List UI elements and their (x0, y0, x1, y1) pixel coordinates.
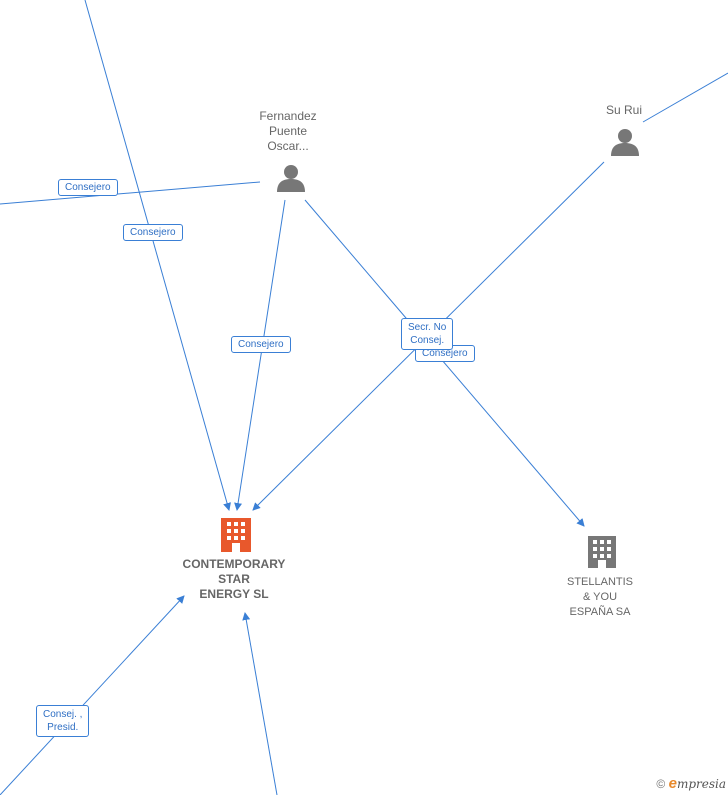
label-line: Consej. , (43, 709, 83, 720)
relation-label-consejero[interactable]: Consejero (123, 224, 183, 241)
edge-top-to-main (84, 0, 231, 511)
label-line: Consej. (410, 335, 445, 346)
edge-left-to-fernandez (0, 181, 261, 205)
building-icon[interactable] (588, 536, 616, 568)
label-line: ESPAÑA SA (569, 606, 631, 618)
edge-bottom-to-main (242, 612, 278, 795)
relation-label-consej-presid[interactable]: Consej. , Presid. (36, 705, 90, 737)
edge-fernandez-to-stellantis (304, 199, 585, 527)
label-line: Presid. (47, 722, 79, 733)
relation-label-consejero[interactable]: Consejero (231, 336, 291, 353)
building-icon[interactable] (221, 518, 251, 552)
copyright-symbol: © (656, 777, 666, 791)
label-line: ENERGY SL (199, 587, 269, 601)
company-label-main[interactable]: CONTEMPORARY STAR ENERGY SL (164, 557, 304, 602)
edge-bottomleft-to-main (0, 595, 185, 795)
label-line: CONTEMPORARY (182, 557, 286, 571)
label-line: Su Rui (605, 103, 643, 117)
label-line: Puente (268, 124, 308, 138)
person-icon[interactable] (611, 129, 639, 156)
relation-label-consejero[interactable]: Consejero (58, 179, 118, 196)
label-line: STELLANTIS (566, 576, 634, 588)
relation-label-secr-no-consej[interactable]: Secr. No Consej. (401, 318, 454, 350)
label-line: & YOU (582, 591, 618, 603)
logo-e: e (668, 775, 677, 792)
edge-surui-offscreen (642, 72, 728, 123)
label-line: Fernandez (259, 109, 317, 123)
person-label-surui[interactable]: Su Rui (584, 103, 664, 118)
empresia-logo: © empresia (656, 775, 726, 792)
company-label-stellantis[interactable]: STELLANTIS & YOU ESPAÑA SA (545, 575, 655, 620)
label-line: Secr. No (408, 322, 447, 333)
label-line: Oscar... (267, 139, 309, 153)
person-label-fernandez[interactable]: Fernandez Puente Oscar... (238, 109, 338, 154)
person-icon[interactable] (277, 165, 305, 192)
edge-fernandez-to-main (234, 199, 286, 511)
label-line: STAR (218, 572, 250, 586)
logo-text: mpresia (676, 777, 726, 791)
